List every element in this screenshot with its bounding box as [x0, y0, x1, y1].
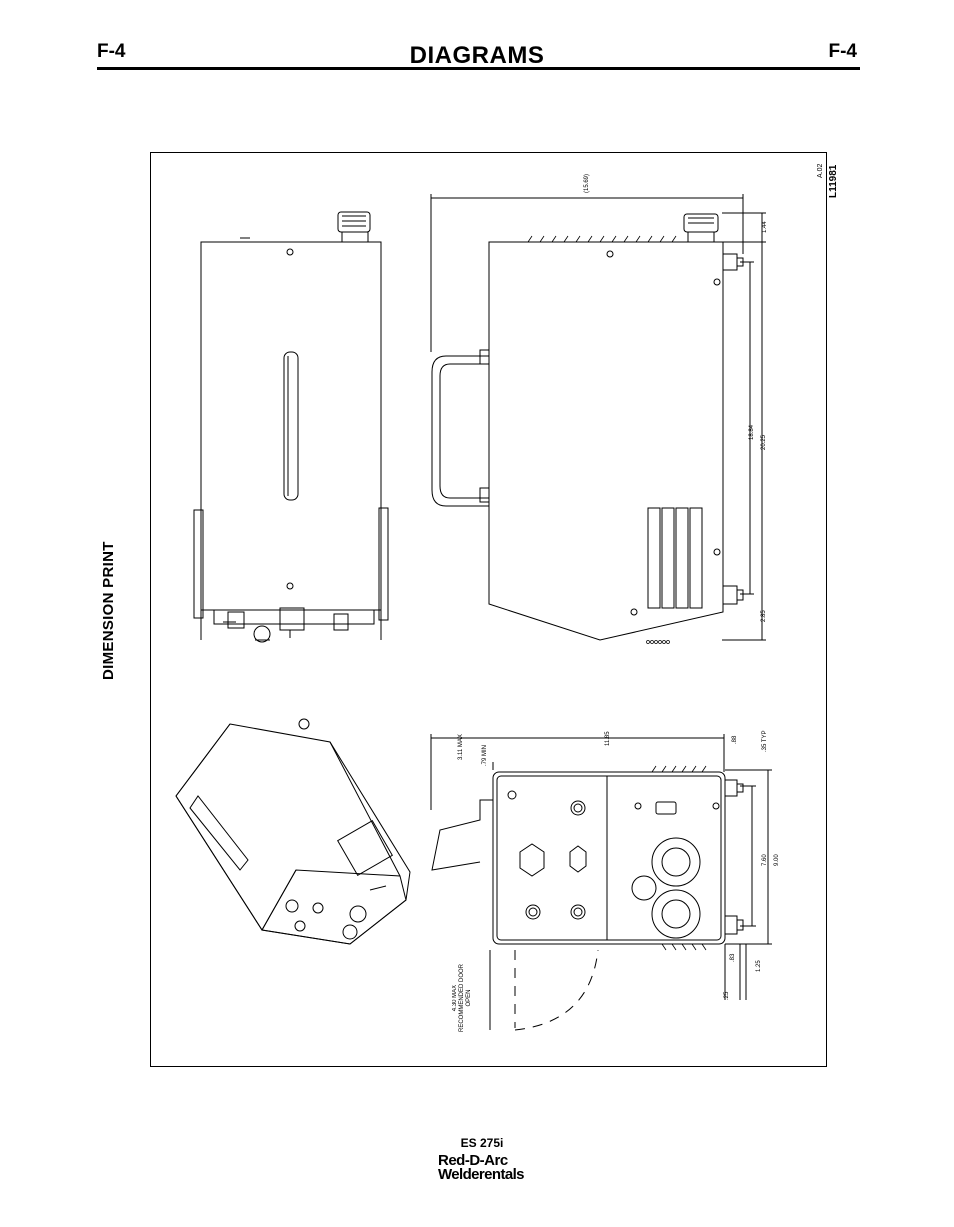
top-view	[193, 211, 389, 643]
dim-side-top: 1.44	[762, 221, 768, 233]
dim-end-handle-max: 3.11 MAX	[458, 734, 464, 760]
drawing-number: L11981	[828, 164, 839, 198]
brand-line2: Welderentals	[438, 1166, 525, 1183]
page-code-right: F-4	[828, 41, 858, 62]
dim-side-len-inner: 18.84	[749, 424, 755, 440]
drawing-frame	[150, 152, 827, 1067]
dim-side-bottom: 2.85	[761, 610, 767, 622]
dim-end-typ: .35 TYP	[762, 730, 768, 752]
door-note: 4.30 MAX RECOMMENDED DOOR OPEN	[452, 964, 472, 1033]
brand-logo: Red-D-Arc Welderentals	[438, 1152, 525, 1183]
dim-end-bottom-b: 1.25	[756, 960, 762, 972]
page-title: DIAGRAMS	[409, 42, 545, 69]
isometric-view	[175, 718, 411, 945]
end-view	[430, 734, 772, 1031]
header-rule	[97, 67, 860, 70]
dim-end-width: 11.85	[605, 731, 611, 746]
dim-end-bottom-c: .25	[724, 991, 730, 1000]
dim-end-top-small: .88	[732, 735, 738, 744]
dim-end-h-inner: 7.60	[762, 854, 768, 866]
drawing-revision: A.02	[817, 163, 824, 178]
dim-side-width: (15.69)	[584, 174, 590, 193]
page-code-left: F-4	[97, 41, 126, 62]
dim-end-handle-min: .79 MIN	[482, 745, 488, 766]
dim-end-bottom-a: .83	[730, 953, 736, 962]
brand-line1: Red-D-Arc	[438, 1152, 508, 1169]
dim-end-h-outer: 9.00	[774, 854, 780, 866]
dim-side-len-outer: 20.25	[761, 434, 767, 450]
side-view	[430, 194, 766, 644]
model-name: ES 275i	[460, 1136, 504, 1150]
